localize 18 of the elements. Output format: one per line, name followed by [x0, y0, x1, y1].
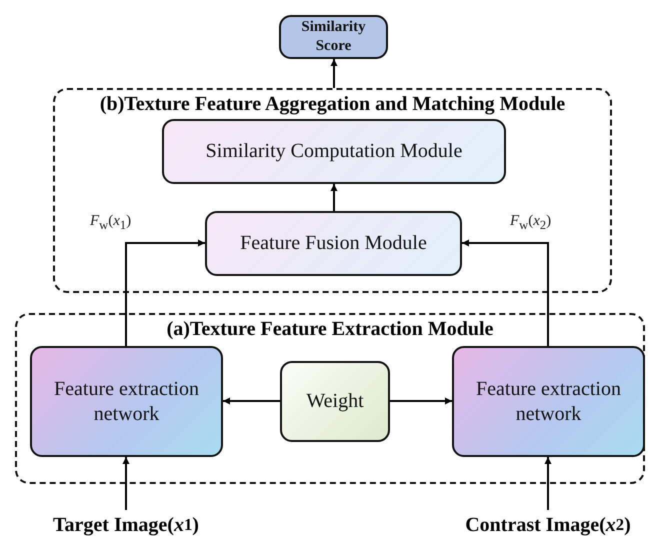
arrow — [330, 59, 338, 88]
module-box: Feature Fusion Module — [205, 211, 462, 276]
arrow — [462, 240, 549, 346]
arrow — [223, 398, 280, 404]
network-box: Feature extraction network — [452, 346, 645, 457]
arrow — [544, 457, 552, 510]
module-box: Similarity Computation Module — [162, 119, 506, 184]
arrow — [122, 457, 130, 510]
dashed-module-group — [15, 313, 645, 484]
module-heading: (b)Texture Feature Aggregation and Matching Module — [100, 93, 566, 116]
output-box: Similarity Score — [279, 15, 388, 59]
module-heading: (a)Texture Feature Extraction Module — [166, 318, 494, 341]
weight-box: Weight — [280, 361, 390, 442]
network-box: Feature extraction network — [30, 346, 223, 457]
arrow — [390, 398, 452, 404]
arrow — [125, 240, 205, 346]
dashed-module-group — [53, 88, 612, 293]
arrow — [330, 184, 338, 211]
